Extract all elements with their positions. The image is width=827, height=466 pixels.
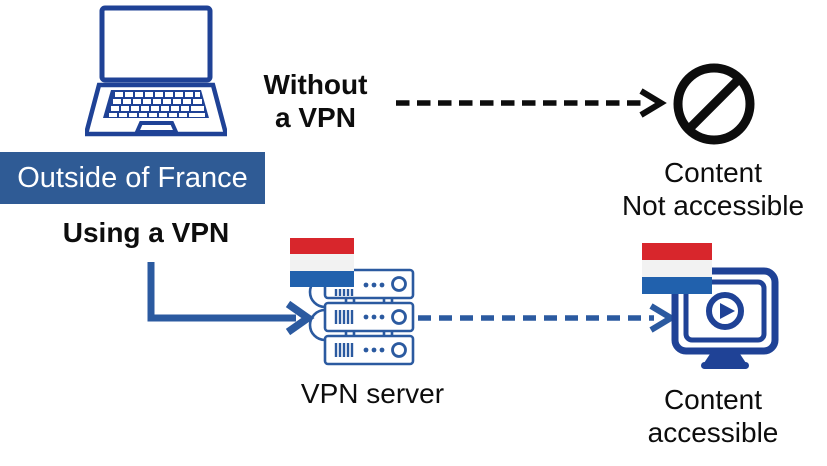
flag-stripe-red: [642, 243, 712, 260]
without-vpn-line2: a VPN: [275, 102, 356, 133]
flag-stripe-white: [642, 260, 712, 277]
prohibition-icon: [670, 60, 760, 150]
outside-of-france-label: Outside of France: [0, 152, 265, 204]
without-vpn-arrow: [393, 88, 670, 118]
without-vpn-line1: Without: [263, 69, 368, 100]
vpn-server-caption: VPN server: [300, 378, 445, 409]
without-vpn-caption: Without a VPN: [238, 68, 393, 134]
using-vpn-arrow: [140, 258, 318, 338]
content-not-accessible-line1: Content: [663, 157, 763, 188]
content-accessible-line2: accessible: [647, 417, 779, 448]
flag-icon-server: [290, 238, 354, 287]
content-accessible-line1: Content: [663, 384, 763, 415]
flag-stripe-blue: [642, 277, 712, 294]
laptop-icon: [85, 5, 227, 140]
using-vpn-caption: Using a VPN: [62, 217, 230, 248]
content-not-accessible-line2: Not accessible: [621, 190, 805, 221]
flag-icon-monitor: [642, 243, 712, 294]
flag-stripe-red: [290, 238, 354, 255]
flag-stripe-blue: [290, 270, 354, 287]
content-accessible-caption: Content accessible: [608, 383, 818, 449]
vpn-to-content-arrow: [418, 303, 680, 333]
flag-stripe-white: [290, 254, 354, 271]
content-not-accessible-caption: Content Not accessible: [608, 156, 818, 222]
server-stack-icon: [298, 260, 420, 372]
